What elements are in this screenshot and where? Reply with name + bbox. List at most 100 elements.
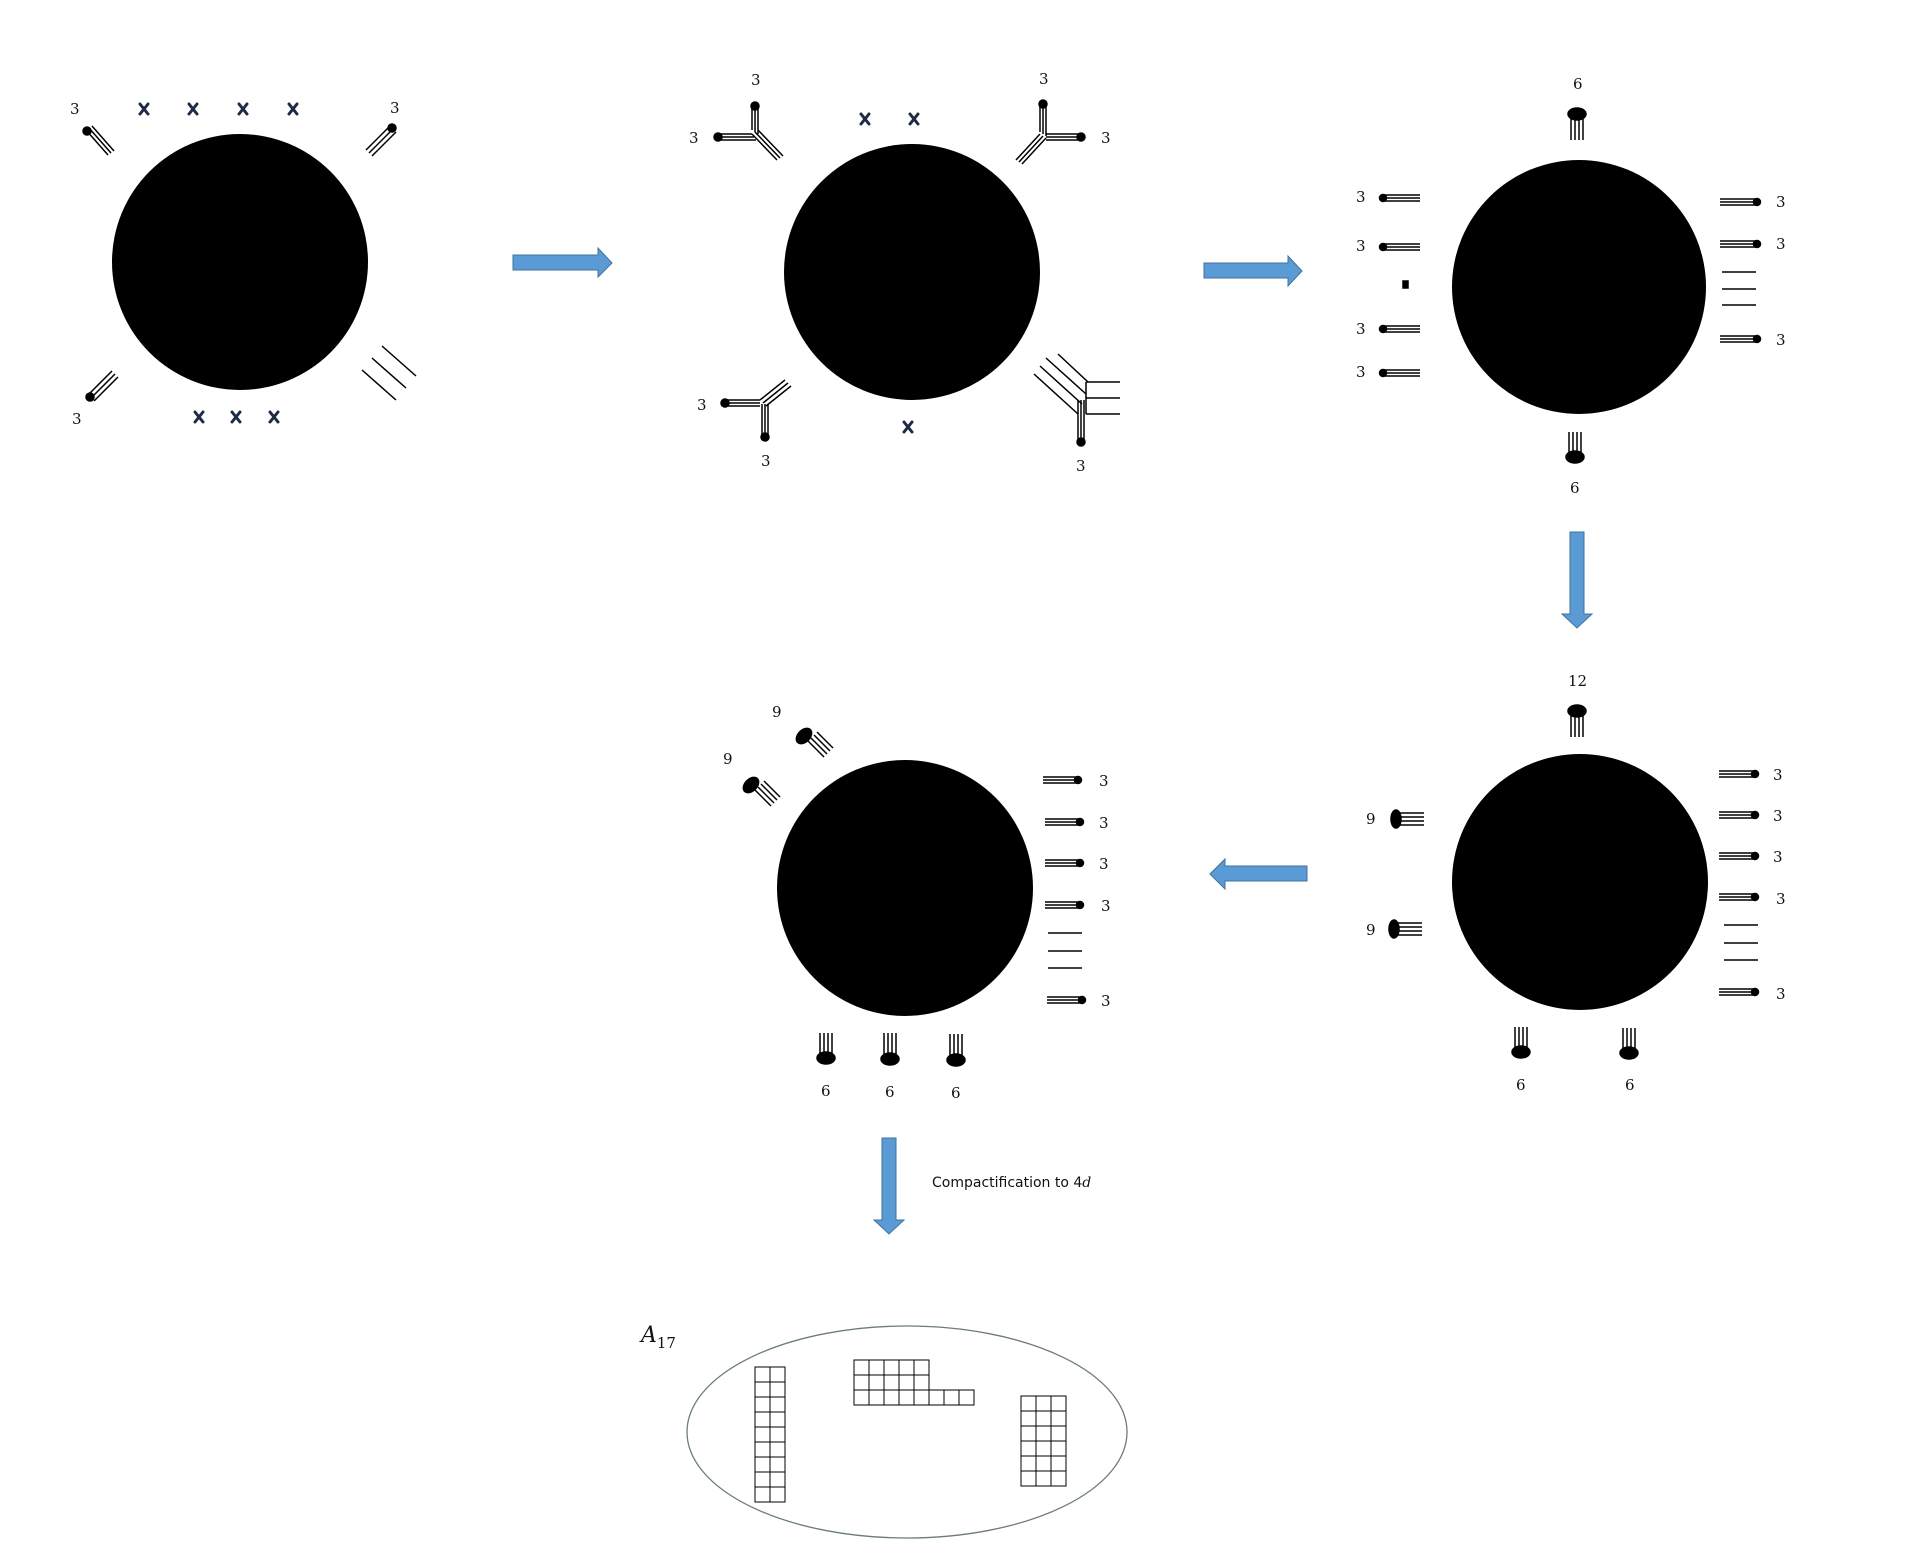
stack-left: [1378, 193, 1420, 203]
young-box: [853, 1359, 870, 1376]
leg-endpoint: [82, 126, 92, 136]
young-box: [958, 1389, 975, 1406]
young-box: [1035, 1425, 1052, 1442]
ball-and-lines-icon: [1388, 919, 1400, 939]
ball-and-lines-icon: [1752, 197, 1762, 207]
young-box: [754, 1471, 771, 1488]
label-6: 6: [821, 1082, 831, 1100]
ball-and-lines-icon: [1750, 892, 1760, 902]
young-box: [913, 1374, 930, 1391]
leg-endpoint: [1038, 99, 1048, 109]
stack-top: [1567, 107, 1587, 140]
black-disk: [1452, 160, 1706, 414]
label-3: 3: [390, 99, 400, 117]
stack-bottom: [946, 1034, 966, 1067]
ball-and-lines-icon: [1511, 1045, 1531, 1059]
ball-and-lines-icon: [1752, 239, 1762, 249]
stack-left: [1388, 919, 1422, 939]
label-3: 3: [1773, 848, 1783, 866]
ball-and-lines-icon: [1619, 1046, 1639, 1060]
stack-right: [1045, 817, 1085, 827]
young-box: [754, 1486, 771, 1503]
cross-icon: [902, 420, 914, 434]
label-3: 3: [72, 410, 82, 428]
young-box: [1035, 1395, 1052, 1412]
stack-bottom: [1565, 432, 1585, 464]
stack-right: [1045, 900, 1085, 910]
young-box: [1035, 1455, 1052, 1472]
cross-icon: [193, 410, 205, 424]
young-box: [883, 1389, 900, 1406]
ball-and-lines-icon: [880, 1052, 900, 1066]
label-3: 3: [1099, 772, 1109, 790]
caption-prefix: Compactification to 4: [932, 1175, 1082, 1191]
young-box: [769, 1441, 786, 1458]
young-box: [898, 1374, 915, 1391]
young-box: [1020, 1410, 1037, 1427]
algebra-subscript: 17: [657, 1334, 676, 1352]
young-box: [853, 1389, 870, 1406]
ball-and-lines-icon: [946, 1053, 966, 1067]
leg-endpoint: [85, 392, 95, 402]
stack-diagonal: [795, 727, 834, 758]
ball-and-lines-icon: [742, 776, 760, 794]
stacks-right: [1720, 197, 1762, 344]
young-box: [1020, 1455, 1037, 1472]
leg-endpoint: [1076, 132, 1086, 142]
young-box: [883, 1359, 900, 1376]
ball-and-lines-icon: [1075, 900, 1085, 910]
label-6: 6: [885, 1083, 895, 1101]
young-box: [1050, 1410, 1067, 1427]
ball-and-lines-icon: [1752, 334, 1762, 344]
cross-icon-row-top: [859, 112, 920, 126]
label-9: 9: [772, 703, 782, 721]
compactification-caption: Compactification to 4d: [932, 1175, 1091, 1191]
stage-4: 12 9 9 3 3 3 3 3 6 6: [1366, 672, 1786, 1094]
young-box: [754, 1426, 771, 1443]
block-arrow-icon: [1203, 254, 1303, 288]
cross-icon: [908, 112, 920, 126]
stack-bottom: [1619, 1028, 1639, 1060]
cross-icon: [287, 102, 299, 116]
young-box: [1035, 1470, 1052, 1487]
cross-icon-row-top: [138, 102, 299, 116]
label-3: 3: [761, 452, 771, 470]
leg-endpoint: [760, 432, 770, 442]
young-box: [769, 1426, 786, 1443]
stack-left: [1378, 324, 1420, 334]
young-box: [898, 1359, 915, 1376]
label-3: 3: [1356, 363, 1366, 381]
stack-left: [1390, 809, 1424, 829]
ball-and-lines-icon: [1567, 107, 1587, 121]
block-arrow-icon: [1209, 857, 1308, 891]
young-box: [754, 1411, 771, 1428]
leg-endpoint: [387, 123, 397, 133]
ball-and-lines-icon: [1073, 775, 1083, 785]
label-3: 3: [1773, 807, 1783, 825]
ball-and-lines-icon: [1378, 324, 1388, 334]
young-box: [883, 1374, 900, 1391]
young-box: [1020, 1425, 1037, 1442]
cross-icon: [237, 102, 249, 116]
stack-right: [1719, 769, 1760, 779]
caption-italic: d: [1082, 1175, 1091, 1191]
block-arrow-icon: [1560, 531, 1594, 629]
young-box: [943, 1389, 960, 1406]
stack-right: [1719, 851, 1760, 861]
junction-bottom-right: [1033, 353, 1120, 447]
young-box: [1050, 1395, 1067, 1412]
young-box: [754, 1456, 771, 1473]
young-box: [754, 1441, 771, 1458]
label-3: 3: [1776, 985, 1786, 1003]
young-box: [1050, 1440, 1067, 1457]
black-disk: [784, 144, 1040, 400]
leg-top-right: [365, 123, 397, 157]
ball-and-lines-icon: [1750, 987, 1760, 997]
label-3: 3: [751, 71, 761, 89]
young-box: [913, 1359, 930, 1376]
label-3: 3: [1776, 193, 1786, 211]
block-arrow-icon: [512, 246, 613, 279]
stack-left: [1378, 242, 1420, 252]
label-6: 6: [1625, 1076, 1635, 1094]
label-3: 3: [1356, 320, 1366, 338]
